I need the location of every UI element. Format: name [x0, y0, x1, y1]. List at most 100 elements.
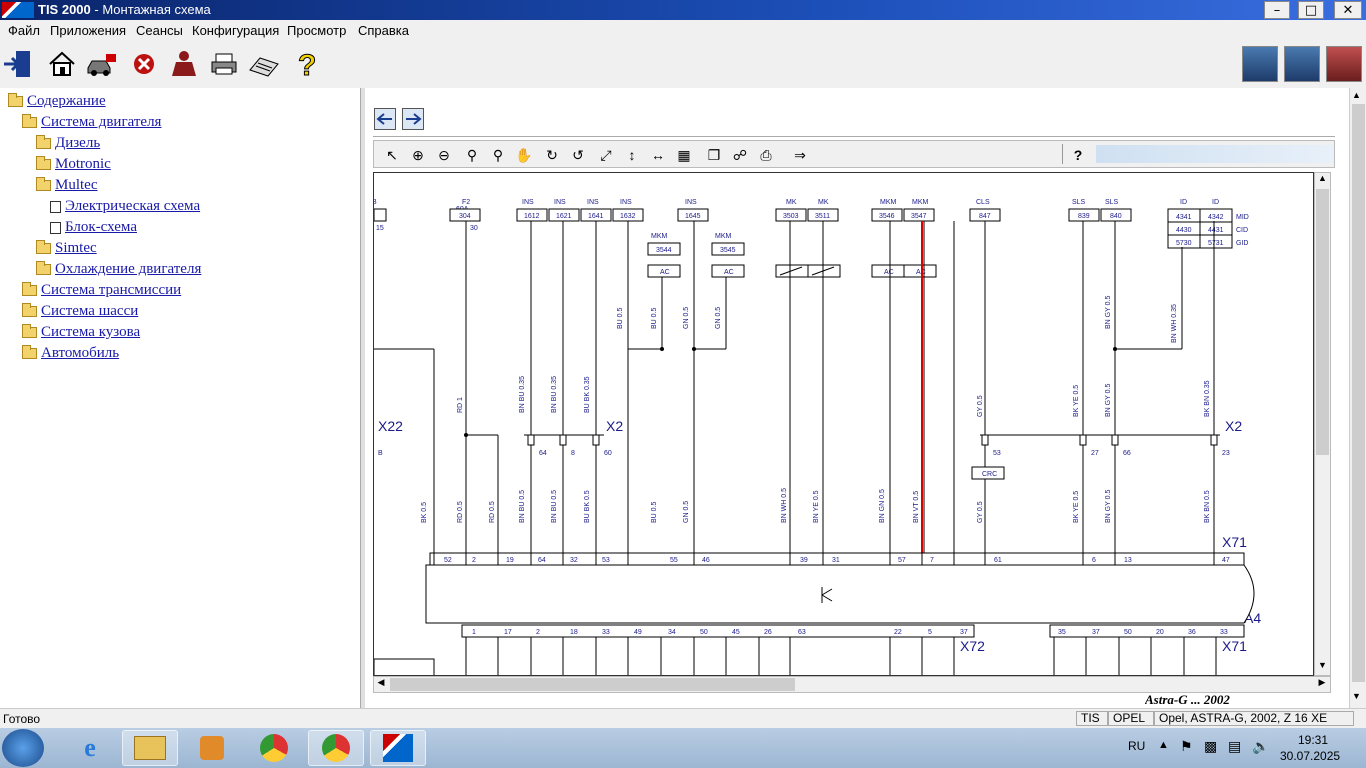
vehicle-service-icon[interactable]: [1326, 46, 1362, 82]
rotate-cw-icon[interactable]: ↻: [546, 146, 558, 163]
arrow-right-icon[interactable]: ⇒: [794, 146, 806, 163]
exit-icon[interactable]: [2, 48, 34, 80]
menu-help[interactable]: Справка: [358, 23, 409, 38]
back-button[interactable]: [374, 108, 396, 130]
scroll-left-icon[interactable]: ◀: [377, 677, 385, 687]
scroll-right-icon[interactable]: ▶: [1318, 677, 1326, 687]
diagram-horizontal-scrollbar[interactable]: ◀ ▶: [373, 676, 1331, 693]
copy-icon[interactable]: ❐: [707, 146, 721, 163]
x2-pin-label: 23: [1222, 450, 1230, 457]
tis2000-taskbar-icon[interactable]: [370, 730, 426, 766]
menu-file[interactable]: Файл: [8, 23, 40, 38]
zoom-out-icon[interactable]: ⊖: [438, 146, 450, 163]
tree-item-diesel[interactable]: Дизель: [36, 135, 100, 152]
help-icon[interactable]: ?: [1073, 147, 1083, 163]
tree-item-chassis[interactable]: Система шасси: [22, 303, 138, 320]
top-label: INS: [685, 199, 697, 206]
language-indicator[interactable]: RU: [1128, 739, 1146, 753]
volume-icon[interactable]: 🔈: [1252, 738, 1270, 754]
pan-hand-icon[interactable]: ✋: [515, 146, 533, 163]
x2-pin-label: 27: [1091, 450, 1099, 457]
print-icon[interactable]: [208, 48, 240, 80]
folder-icon: [22, 282, 37, 296]
rotate-ccw-icon[interactable]: ↺: [572, 146, 584, 163]
relay-label: MKM: [651, 233, 668, 240]
tree-item-engine-cooling[interactable]: Охлаждение двигателя: [36, 261, 201, 278]
tray-expand-icon[interactable]: ▲: [1158, 739, 1169, 751]
relay-box: [647, 242, 681, 256]
zoom-area-icon[interactable]: ⚲: [492, 146, 504, 163]
print-preview-icon[interactable]: ☍: [732, 146, 748, 163]
scroll-down-icon[interactable]: ▼: [1318, 660, 1327, 670]
x2-pin: [981, 434, 989, 446]
diagnostics-icon[interactable]: [1242, 46, 1278, 82]
select-pointer-icon[interactable]: ↖: [386, 146, 398, 163]
user-icon[interactable]: [168, 48, 200, 80]
tree-item-contents[interactable]: Содержание: [8, 93, 106, 110]
keyboard-icon[interactable]: [248, 48, 280, 80]
wire-label: BK YE 0.5: [1073, 491, 1080, 523]
layers-icon[interactable]: ▦: [677, 146, 691, 163]
scroll-thumb[interactable]: [1352, 104, 1365, 682]
print-icon[interactable]: ⎙: [760, 146, 772, 163]
tree-item-simtec[interactable]: Simtec: [36, 240, 97, 257]
fit-height-icon[interactable]: ↕: [628, 147, 636, 163]
tree-item-block-diagram[interactable]: Блок-схема: [50, 219, 137, 236]
terminal: 3503: [783, 213, 799, 220]
stop-icon[interactable]: [128, 48, 160, 80]
tree-item-engine[interactable]: Система двигателя: [22, 114, 161, 131]
tree-item-electrical-schematic[interactable]: Электрическая схема: [50, 198, 200, 215]
minimize-button[interactable]: –: [1264, 1, 1290, 19]
close-button[interactable]: ✕: [1334, 1, 1362, 19]
connector-x72: X72: [960, 638, 985, 654]
wiring-diagram[interactable]: F260AINSINSINSINSINSMKMKMKMMKMCLSSLSSLSI…: [373, 172, 1314, 676]
terminal-label: 30: [470, 225, 478, 232]
wire-label: BN GY 0.5: [1105, 296, 1112, 329]
signal-icon[interactable]: ▤: [1228, 738, 1242, 754]
tree-item-vehicle[interactable]: Автомобиль: [22, 345, 119, 362]
network-flag-icon[interactable]: ⚑: [1180, 738, 1193, 754]
maximize-button[interactable]: □: [1298, 1, 1324, 19]
vehicle-info-icon[interactable]: [1284, 46, 1320, 82]
junction-dot: [660, 347, 664, 351]
tree-item-transmission[interactable]: Система трансмиссии: [22, 282, 181, 299]
wire-label: RD 1: [457, 397, 464, 413]
forward-button[interactable]: [402, 108, 424, 130]
scroll-thumb[interactable]: [1316, 189, 1329, 455]
scroll-up-icon[interactable]: ▲: [1352, 90, 1361, 100]
zoom-in-icon[interactable]: ⊕: [412, 146, 424, 163]
wire-label: BN VT 0.5: [913, 491, 920, 523]
pane-vertical-scrollbar[interactable]: ▲ ▼: [1349, 88, 1366, 708]
diagram-vertical-scrollbar[interactable]: ▲ ▼: [1314, 172, 1331, 676]
menu-view[interactable]: Просмотр: [287, 23, 347, 38]
menu-sessions[interactable]: Сеансы: [136, 23, 183, 38]
internet-explorer-icon[interactable]: e: [84, 733, 96, 762]
media-player-icon[interactable]: [184, 730, 240, 766]
top-label: SLS: [1105, 199, 1119, 206]
vehicle-select-icon[interactable]: [86, 48, 118, 80]
tree-item-body[interactable]: Система кузова: [22, 324, 140, 341]
file-explorer-icon[interactable]: [122, 730, 178, 766]
chrome-icon[interactable]: [246, 730, 302, 766]
wire-label: BN GY 0.5: [1105, 490, 1112, 523]
start-button-icon[interactable]: [2, 729, 44, 767]
scroll-down-icon[interactable]: ▼: [1352, 691, 1361, 701]
menu-configuration[interactable]: Конфигурация: [192, 23, 280, 38]
help-icon[interactable]: ?: [290, 48, 322, 81]
tree-item-multec[interactable]: Multec: [36, 177, 98, 194]
scroll-thumb[interactable]: [390, 678, 795, 691]
pin-label: 26: [764, 629, 772, 636]
terminal: 1621: [556, 213, 572, 220]
menu-applications[interactable]: Приложения: [50, 23, 127, 38]
pane-splitter[interactable]: [361, 88, 365, 708]
fit-page-icon[interactable]: ⤢: [600, 146, 612, 163]
chrome-icon[interactable]: [308, 730, 364, 766]
scroll-up-icon[interactable]: ▲: [1318, 173, 1327, 183]
fit-width-icon[interactable]: ↔: [651, 147, 665, 163]
power-icon[interactable]: ▩: [1204, 738, 1218, 754]
wire-label: BN YE 0.5: [813, 490, 820, 523]
magnifier-icon[interactable]: ⚲: [466, 146, 478, 163]
id-label: GID: [1236, 240, 1248, 247]
tree-item-motronic[interactable]: Motronic: [36, 156, 111, 173]
home-icon[interactable]: [46, 48, 78, 80]
